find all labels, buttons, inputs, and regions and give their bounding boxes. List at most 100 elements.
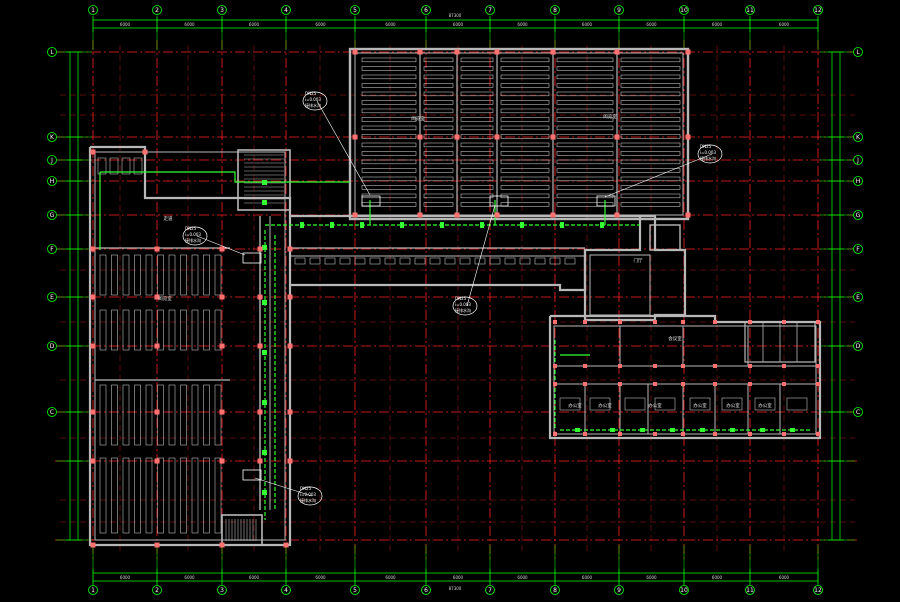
north-shelf [556, 151, 614, 156]
dimension-segment-top: 6000 [315, 22, 326, 27]
axis-bubble-bottom: 1 [88, 585, 98, 595]
axis-bubble-label: 11 [746, 7, 754, 14]
axis-bubble-label: K [856, 134, 861, 141]
axis-bubble-bottom: 6 [421, 585, 431, 595]
axis-bubble-right: G [853, 210, 863, 220]
callout-ellipse [697, 144, 723, 164]
north-shelf [620, 125, 681, 131]
corridor-bench [549, 257, 561, 265]
axis-bubble-circle [745, 585, 755, 595]
axis-bubble-label: G [50, 212, 55, 219]
north-shelf [361, 176, 417, 182]
axis-bubble-circle [47, 292, 57, 302]
callout-text-line: 接排水沟 [300, 497, 316, 503]
pipe-fitting [790, 428, 795, 432]
axis-bubble-label: H [856, 178, 861, 185]
column [685, 212, 691, 218]
north-shelf [500, 100, 550, 105]
west-desk [214, 457, 222, 534]
office-desk [786, 397, 808, 411]
dimension-segment-bottom: 6000 [517, 575, 528, 580]
north-shelf [423, 176, 454, 182]
office-desk [721, 397, 743, 411]
pipe-fitting [330, 222, 334, 228]
axis-bubble-circle [281, 5, 291, 15]
axis-bubble-circle [813, 5, 823, 15]
corridor-bench [414, 257, 426, 265]
axis-bubble-circle [614, 585, 624, 595]
dimension-segment-top: 6000 [453, 22, 464, 27]
pipe-fitting [640, 428, 645, 432]
column [713, 382, 717, 386]
axis-bubble-top: 4 [281, 5, 291, 15]
north-shelf [500, 142, 550, 148]
callout-text-line: i=0.003 [455, 302, 471, 307]
north-shelf [423, 100, 454, 105]
west-desk [168, 254, 176, 296]
column [816, 320, 820, 324]
north-shelf [556, 74, 614, 80]
corridor-bench [444, 257, 456, 265]
north-shelf [423, 83, 454, 88]
north-shelf [556, 66, 614, 71]
column [154, 294, 160, 300]
axis-bubble-circle [47, 341, 57, 351]
room-label-office-5: 办公室 [726, 402, 740, 409]
axis-bubble-circle [281, 585, 291, 595]
axis-bubble-circle [421, 585, 431, 595]
column [154, 409, 160, 415]
north-shelf [361, 108, 417, 114]
north-shelf [423, 168, 454, 173]
column [142, 149, 148, 155]
west-desk [157, 309, 164, 351]
column [154, 246, 160, 252]
column [653, 432, 657, 436]
room-label-north-hall-left: 阅览室 [411, 115, 425, 122]
north-shelf [361, 125, 417, 131]
dimension-segment-top: 6000 [517, 22, 528, 27]
north-shelf [500, 159, 550, 165]
callout-text-line: i=0.003 [300, 492, 316, 497]
axis-bubble-label: D [856, 343, 861, 350]
stair-west-bottom [221, 514, 263, 546]
axis-bubble-top: 2 [152, 5, 162, 15]
axis-bubble-right: E [853, 292, 863, 302]
axis-bubble-label: 1 [91, 7, 95, 14]
axis-bubble-circle [550, 585, 560, 595]
room-label-office-1: 办公室 [568, 402, 582, 409]
west-desk [157, 254, 164, 296]
dimension-segment-top: 6000 [120, 22, 131, 27]
axis-bubble-label: 6 [424, 587, 428, 594]
column [454, 212, 460, 218]
north-shelf [460, 176, 494, 182]
corridor-bench [489, 257, 501, 265]
corridor-bench [459, 257, 471, 265]
pipe-valve [262, 180, 267, 185]
axis-bubble-label: H [50, 178, 55, 185]
west-desk [111, 254, 118, 296]
axis-bubble-circle [853, 292, 863, 302]
north-shelf [460, 100, 494, 105]
west-desk [145, 384, 153, 446]
room-label-office-4: 办公室 [693, 402, 707, 409]
dimension-segment-bottom: 6000 [315, 575, 326, 580]
north-shelf [620, 142, 681, 148]
north-shelf [460, 57, 494, 63]
north-shelf [423, 57, 454, 63]
equipment-box [361, 195, 381, 207]
axis-bubble-label: 2 [155, 7, 159, 14]
north-shelf [556, 134, 614, 139]
west-desk [180, 309, 187, 351]
room-label-lobby: 门厅 [634, 257, 643, 264]
west-desk [111, 384, 118, 446]
west-desk [157, 457, 164, 534]
west-desk [99, 457, 107, 534]
north-shelf [361, 117, 417, 122]
axis-bubble-label: 10 [680, 587, 688, 594]
axis-bubble-label: 9 [617, 7, 621, 14]
west-desk [122, 384, 130, 446]
axis-bubble-label: 7 [488, 587, 492, 594]
column [653, 364, 657, 368]
pipe-valve [262, 200, 267, 205]
